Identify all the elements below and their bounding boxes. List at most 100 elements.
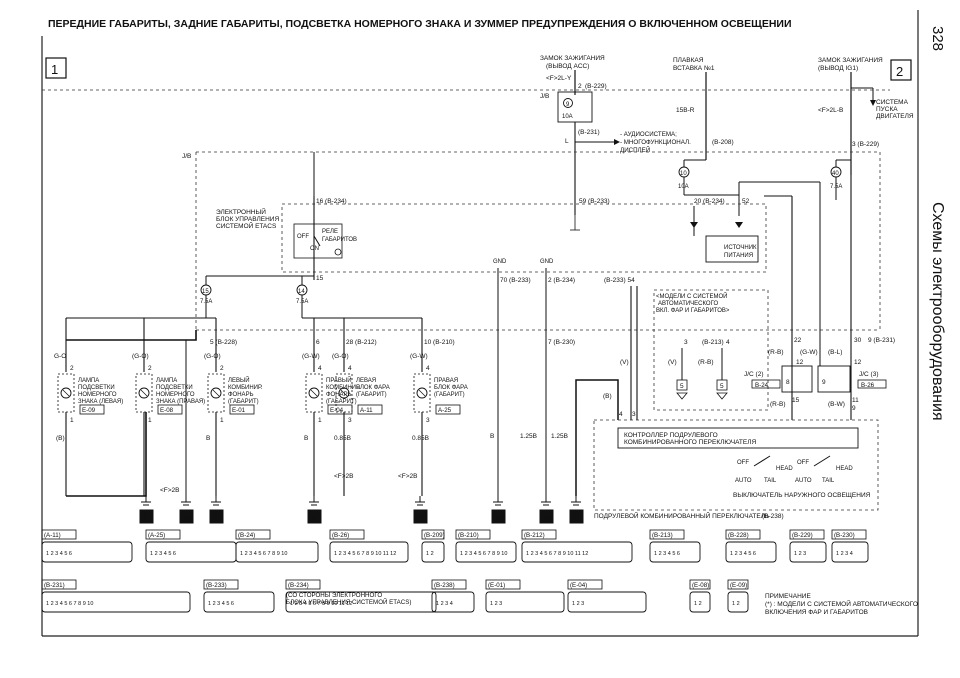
sw-tail1: TAIL <box>764 478 777 484</box>
etacs-pin59: 59 (B-233) <box>579 198 610 205</box>
jc-11: 11 <box>852 397 859 404</box>
relay-label-1: РЕЛЕ <box>322 229 338 235</box>
etacs-side-2: БЛОКА УПРАВЛЕНИЯ СИСТЕМОЙ ETACS) <box>286 598 411 606</box>
fuse-link-label-1: ПЛАВКАЯ <box>673 57 704 64</box>
connector-pins: 1 2 3 4 5 6 <box>208 601 234 607</box>
sheet-box-right-label: 2 <box>896 64 903 79</box>
lamp-wire-label: (G-W) <box>410 353 428 360</box>
connector-pins: 1 2 3 4 5 6 <box>730 551 756 557</box>
connector-pins: 1 2 3 4 <box>836 551 853 557</box>
etacs-pin16: 16 (B-234) <box>316 198 347 205</box>
fuse40-num: 40 <box>832 171 839 177</box>
connector-pins: 1 2 3 <box>490 601 502 607</box>
connector-pins: 1 2 3 4 5 6 <box>654 551 680 557</box>
switch-pin3: 3 <box>632 411 636 418</box>
sw-head1: HEAD <box>776 466 793 472</box>
etacs-pin52: 52 <box>742 198 750 205</box>
fuse15-num: 15 <box>202 289 209 295</box>
connector-code: (B-238) <box>434 582 455 589</box>
connector-code: (B-231) <box>44 582 65 589</box>
lamp-label-2: ПОДСВЕТКИ <box>156 385 193 391</box>
conn-10-b210: 10 (B-210) <box>424 339 455 346</box>
lamp-label-1: ЛАМПА <box>156 378 177 384</box>
connector-code: (E-04) <box>570 582 587 589</box>
lamp-bulb-icon <box>308 387 320 399</box>
wire-v1: (V) <box>620 359 629 366</box>
lamp-wire-label: (G-O) <box>332 353 349 360</box>
audio-label-2: - МНОГОФУНКЦИОНАЛ. <box>620 139 691 146</box>
connector-pins: 1 2 3 4 5 6 7 8 9 10 <box>46 601 93 607</box>
sw-auto2: AUTO <box>795 478 812 484</box>
conn-b213-4: 4 <box>726 339 730 346</box>
fuse14-num: 14 <box>298 289 305 295</box>
lamp-bulb-icon <box>416 387 428 399</box>
connector-pins: 1 2 3 <box>572 601 584 607</box>
conn-b229-pin: 2 <box>578 83 582 90</box>
lamp-ground-wire: (B) <box>56 435 65 442</box>
side-title: Схемы электрооборудования <box>929 202 946 421</box>
lamp-pin-top: 4 <box>318 365 322 372</box>
sheet-box-right <box>890 59 912 81</box>
sw-off2: OFF <box>797 460 809 466</box>
lamp-ground-wire: B <box>206 435 210 442</box>
combo-switch-code: (B-238) <box>762 513 784 520</box>
audio-label-3: ДИСПЛЕЙ <box>620 146 650 154</box>
wire-125b-b: 1.25B <box>551 433 568 440</box>
lamp-pin-bottom: 1 <box>318 417 322 424</box>
jb-label: J/B <box>540 93 549 100</box>
connector-pins: 1 2 3 <box>794 551 806 557</box>
etacs-side-1: (СО СТОРОНЫ ЭЛЕКТРОННОГО <box>286 592 382 599</box>
ign-ig1-label-2: (ВЫВОД IG1) <box>818 65 858 72</box>
lamp-label-1: ПРАВЫЙ <box>326 376 352 384</box>
lamp-label-3: НОМЕРНОГО <box>78 392 117 398</box>
connectors-row-2: (B-231) 1 2 3 4 5 6 7 8 9 10 (B-233) 1 2 3 … <box>41 579 749 613</box>
lamp-label-3: ФОНАРЬ <box>228 392 254 398</box>
connector-pins: 1 2 3 4 5 6 7 8 9 10 11 12 <box>290 601 352 607</box>
wire-bl: (B-L) <box>828 349 842 356</box>
relay-label-2: ГАБАРИТОВ <box>322 237 357 243</box>
lamp-bulb-icon <box>60 387 72 399</box>
wire-rb3: (R-B) <box>770 401 786 408</box>
lamp-wire-label: (G-O) <box>204 353 221 360</box>
jc-9: 9 <box>822 379 826 386</box>
conn-9-b231: 9 (B-231) <box>868 337 895 344</box>
connector-code: (E-09) <box>730 582 747 589</box>
connector-code: (B-234) <box>288 582 309 589</box>
auto-box-1: <МОДЕЛИ С СИСТЕМОЙ <box>656 292 727 300</box>
lamp-pin-bottom: 3 <box>348 417 352 424</box>
wire-acc-label: <F>2L-Y <box>546 75 572 82</box>
etacs-unit <box>281 203 767 273</box>
combo-switch-label: ПОДРУЛЕВОЙ КОМБИНИРОВАННЫЙ ПЕРЕКЛЮЧАТЕЛЬ <box>594 511 769 520</box>
etacs-label-2: БЛОК УПРАВЛЕНИЯ <box>216 216 279 223</box>
lamp-code: E-01 <box>232 407 246 414</box>
note-line-2: ВКЛЮЧЕНИЯ ФАР И ГАБАРИТОВ <box>765 609 868 616</box>
wire-f2b-c: <F>2B <box>398 473 418 480</box>
wire-rb2: (R-B) <box>768 349 784 356</box>
jc-8: 8 <box>786 379 790 386</box>
wire-f2b-b: <F>2B <box>334 473 354 480</box>
ground-number: 4 <box>573 512 578 522</box>
wire-b-bt: (B) <box>603 393 612 400</box>
auto-t5b: 5 <box>720 383 724 390</box>
conn-30: 30 <box>854 337 862 344</box>
lamp-code: A-25 <box>438 407 452 414</box>
connector-pins: 1 2 3 4 <box>436 601 453 607</box>
sheet-box-left-label: 1 <box>51 62 58 77</box>
ctrl-label-2: КОМБИНИРОВАННОГО ПЕРЕКЛЮЧАТЕЛЯ <box>624 439 756 446</box>
ign-acc-label-2: (ВЫВОД ACC) <box>546 63 589 70</box>
jc3-label: J/C (3) <box>859 371 879 378</box>
connector-b-228: (B-228)1 2 3 4 5 6 <box>725 529 777 563</box>
connector-e-04: (E-04) 1 2 3 <box>567 579 647 613</box>
lamp-bulb-icon <box>138 387 150 399</box>
power-label-2: ПИТАНИЯ <box>724 253 753 259</box>
connector-e-09: (E-09)1 2 <box>727 579 749 613</box>
connector-code: (B-233) <box>206 582 227 589</box>
connector-b-229: (B-229)1 2 3 <box>789 529 827 563</box>
etacs-pin15: 15 <box>316 275 324 282</box>
etacs-gnd1: GND <box>493 259 507 265</box>
ground-number: 7 <box>143 512 148 522</box>
connector-b-210: (B-210)1 2 3 4 5 6 7 8 9 10 <box>455 529 517 563</box>
connector-b-26: (B-26)1 2 3 4 5 6 7 8 9 10 11 12 <box>329 529 409 563</box>
lamp-pin-top: 2 <box>220 365 224 372</box>
